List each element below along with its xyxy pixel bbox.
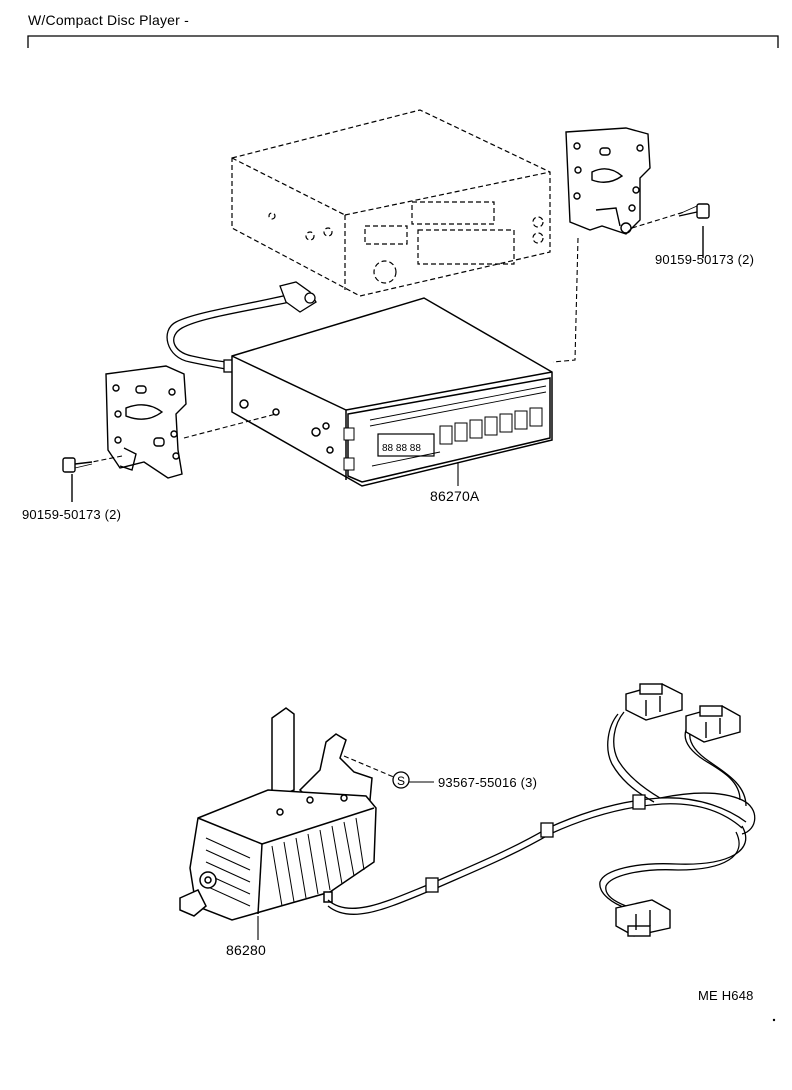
connector-bottom-icon	[615, 899, 671, 937]
bolt-left-icon	[62, 457, 93, 502]
screw-symbol-text: S	[397, 774, 405, 788]
screw-leader	[343, 755, 397, 779]
reference-code: ME H648	[698, 988, 754, 1003]
left-bracket-dash	[91, 413, 277, 463]
screw-symbol-icon: S	[392, 771, 410, 789]
callout-bolt-right: 90159-50173 (2)	[655, 252, 755, 267]
svg-text:88 88 88: 88 88 88	[382, 443, 421, 454]
cd-player-unit: 88 88 88	[231, 297, 553, 487]
corner-mark	[772, 1018, 776, 1022]
header-bracket	[27, 35, 779, 48]
right-bracket	[565, 127, 651, 235]
callout-amplifier: 86280	[226, 942, 266, 958]
header-title: W/Compact Disc Player -	[28, 12, 189, 28]
connector-top-left-icon	[625, 683, 683, 721]
bolt-right-leader	[631, 211, 685, 229]
left-bracket	[105, 365, 187, 479]
callout-cd-player: 86270A	[430, 488, 480, 504]
right-bracket-dash	[552, 237, 579, 363]
phantom-head-unit	[231, 109, 551, 297]
callout-bolt-left: 90159-50173 (2)	[22, 507, 122, 522]
connector-top-right-icon	[685, 705, 741, 743]
bolt-right-icon	[678, 203, 710, 258]
wire-harness	[327, 711, 756, 915]
connecting-cable	[166, 281, 317, 373]
amplifier-unit	[179, 707, 377, 921]
callout-screw: 93567-55016 (3)	[438, 775, 538, 790]
